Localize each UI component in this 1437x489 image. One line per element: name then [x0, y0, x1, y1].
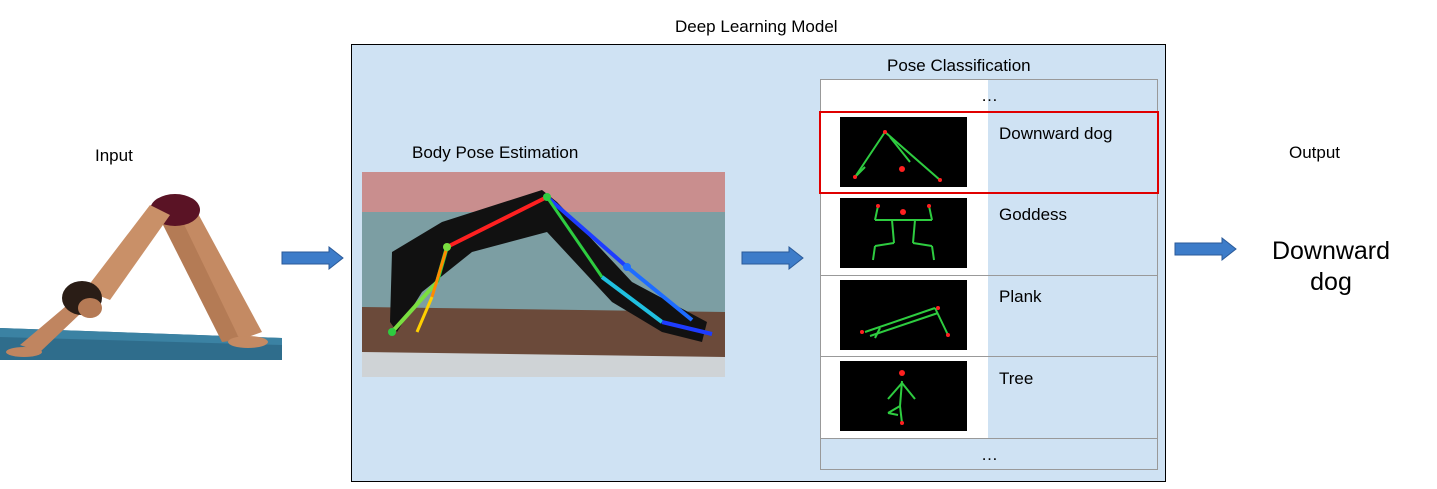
tree-thumbnail [840, 361, 967, 431]
row-divider [820, 275, 1158, 276]
bottom-ellipsis: … [981, 445, 998, 464]
goddess-thumbnail [840, 198, 967, 268]
pose-estimation-label: Body Pose Estimation [412, 143, 579, 162]
top-ellipsis: … [981, 86, 998, 105]
pose-estimation-image [362, 172, 725, 377]
row-divider [820, 438, 1158, 439]
output-label: Output [1289, 143, 1341, 162]
pose-classification-panel [820, 79, 1158, 470]
arrow-input-to-model [281, 246, 345, 270]
row-divider [820, 356, 1158, 357]
class-tree: Tree [999, 369, 1034, 388]
downward-dog-thumbnail [840, 117, 967, 187]
input-label: Input [95, 146, 133, 165]
class-plank: Plank [999, 287, 1042, 306]
pose-classification-label: Pose Classification [887, 56, 1031, 75]
selected-class-highlight [819, 111, 1159, 194]
output-value: Downward dog [1271, 237, 1391, 296]
class-downward-dog: Downward dog [999, 124, 1113, 143]
class-goddess: Goddess [999, 205, 1068, 224]
input-person-image [0, 180, 285, 365]
arrow-pose-to-classification [741, 246, 805, 270]
model-title: Deep Learning Model [675, 17, 838, 36]
plank-thumbnail [840, 280, 967, 350]
arrow-classification-to-output [1174, 237, 1238, 261]
